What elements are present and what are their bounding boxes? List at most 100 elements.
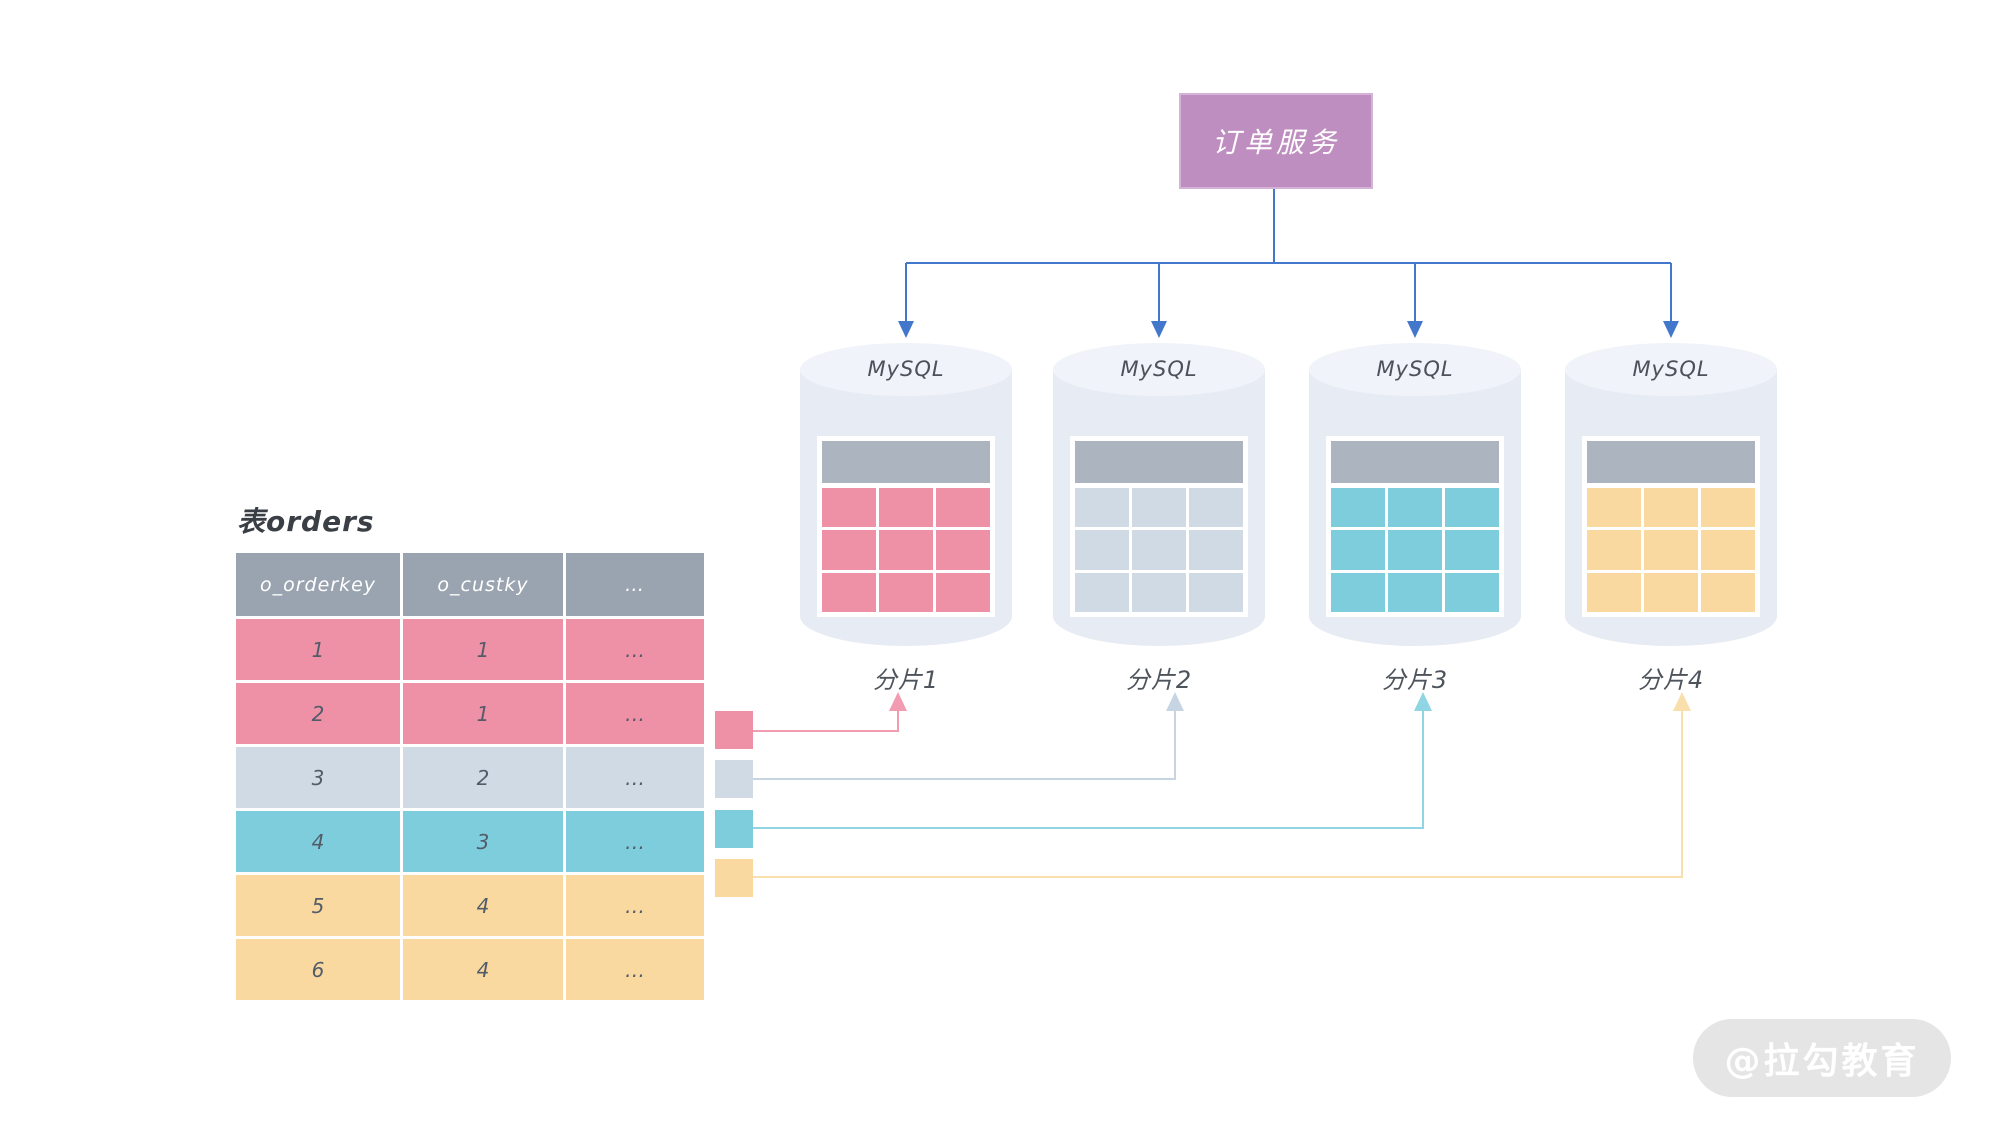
mini-table xyxy=(1326,436,1504,617)
table-cell: 3 xyxy=(403,811,563,872)
mini-table xyxy=(817,436,995,617)
mini-cell xyxy=(1445,572,1499,612)
column-header-more: … xyxy=(566,553,704,616)
mini-cell xyxy=(1445,530,1499,570)
cylinder-top xyxy=(1053,343,1265,396)
route-pink-line xyxy=(753,710,899,732)
mini-cell xyxy=(1587,530,1641,570)
mini-cell xyxy=(1388,572,1442,612)
table-cell: 4 xyxy=(236,811,400,872)
table-cell: 3 xyxy=(236,747,400,808)
mini-cell xyxy=(1331,530,1385,570)
mini-cell xyxy=(1587,488,1641,528)
shard-2: MySQL 分片2 xyxy=(1053,343,1265,695)
mini-table-header xyxy=(1331,441,1499,483)
mini-cell xyxy=(879,572,933,612)
database-cylinder-icon: MySQL xyxy=(800,343,1012,646)
mini-cell xyxy=(1075,488,1129,528)
mini-cell xyxy=(1331,572,1385,612)
arrowhead-shard3-icon xyxy=(1407,321,1423,338)
shard-1: MySQL 分片1 xyxy=(800,343,1012,695)
mini-table-grid xyxy=(1331,488,1499,612)
mini-cell xyxy=(936,530,990,570)
order-service-box: 订单服务 xyxy=(1179,93,1373,189)
service-tree-line xyxy=(905,189,1672,322)
shard-label: 分片2 xyxy=(1125,666,1193,694)
cylinder-top xyxy=(1565,343,1777,396)
mini-cell xyxy=(1701,572,1755,612)
orders-table: o_orderkey o_custky … 1 1 … 2 1 … 3 2 … … xyxy=(236,553,704,1000)
mini-cell xyxy=(1189,530,1243,570)
mini-cell xyxy=(936,488,990,528)
mini-cell xyxy=(1701,488,1755,528)
shard-3: MySQL 分片3 xyxy=(1309,343,1521,695)
mini-table-header xyxy=(822,441,990,483)
table-cell: … xyxy=(566,811,704,872)
table-cell: … xyxy=(566,747,704,808)
mini-table-header xyxy=(1587,441,1755,483)
mini-cell xyxy=(1075,530,1129,570)
arrowhead-shard1-icon xyxy=(898,321,914,338)
route-teal-line xyxy=(753,710,1424,829)
order-service-label: 订单服务 xyxy=(1211,126,1340,159)
mini-cell xyxy=(1132,572,1186,612)
mini-cell xyxy=(822,530,876,570)
mini-cell xyxy=(1587,572,1641,612)
shard-label: 分片1 xyxy=(872,666,940,694)
mini-cell xyxy=(1189,488,1243,528)
watermark-badge: @拉勾教育 xyxy=(1693,1019,1951,1097)
legend-chip-lightblue xyxy=(715,760,753,798)
column-header-o-custky: o_custky xyxy=(403,553,563,616)
database-cylinder-icon: MySQL xyxy=(1053,343,1265,646)
table-cell: 5 xyxy=(236,875,400,936)
table-cell: 2 xyxy=(403,747,563,808)
mini-cell xyxy=(1445,488,1499,528)
mini-cell xyxy=(1132,530,1186,570)
mini-cell xyxy=(1388,488,1442,528)
mini-cell xyxy=(1132,488,1186,528)
mini-table xyxy=(1070,436,1248,617)
route-lightblue-line xyxy=(753,710,1176,780)
mini-table-header xyxy=(1075,441,1243,483)
mini-cell xyxy=(1644,572,1698,612)
mini-cell xyxy=(1701,530,1755,570)
cylinder-top xyxy=(800,343,1012,396)
table-cell: … xyxy=(566,939,704,1000)
mini-cell xyxy=(1644,488,1698,528)
shard-4: MySQL 分片4 xyxy=(1565,343,1777,695)
arrowhead-shard4-icon xyxy=(1663,321,1679,338)
table-cell: 4 xyxy=(403,939,563,1000)
table-cell: 1 xyxy=(403,619,563,680)
mini-cell xyxy=(1075,572,1129,612)
database-cylinder-icon: MySQL xyxy=(1565,343,1777,646)
mysql-label: MySQL xyxy=(1120,357,1198,381)
table-cell: … xyxy=(566,875,704,936)
table-cell: 1 xyxy=(236,619,400,680)
mini-cell xyxy=(1644,530,1698,570)
cylinder-top xyxy=(1309,343,1521,396)
mysql-label: MySQL xyxy=(1376,357,1454,381)
mini-table-grid xyxy=(822,488,990,612)
mini-table xyxy=(1582,436,1760,617)
table-cell: 1 xyxy=(403,683,563,744)
table-cell: 2 xyxy=(236,683,400,744)
column-header-o-orderkey: o_orderkey xyxy=(236,553,400,616)
table-cell: … xyxy=(566,619,704,680)
orders-table-title: 表orders xyxy=(237,505,375,538)
mini-cell xyxy=(822,488,876,528)
mini-cell xyxy=(1331,488,1385,528)
mysql-label: MySQL xyxy=(867,357,945,381)
table-cell: … xyxy=(566,683,704,744)
mini-cell xyxy=(1189,572,1243,612)
mini-cell xyxy=(936,572,990,612)
legend-chip-teal xyxy=(715,810,753,848)
mini-cell xyxy=(822,572,876,612)
shard-label: 分片4 xyxy=(1637,666,1705,694)
mini-cell xyxy=(879,530,933,570)
mini-table-grid xyxy=(1075,488,1243,612)
arrowhead-shard2-icon xyxy=(1151,321,1167,338)
table-cell: 4 xyxy=(403,875,563,936)
database-cylinder-icon: MySQL xyxy=(1309,343,1521,646)
mini-table-grid xyxy=(1587,488,1755,612)
